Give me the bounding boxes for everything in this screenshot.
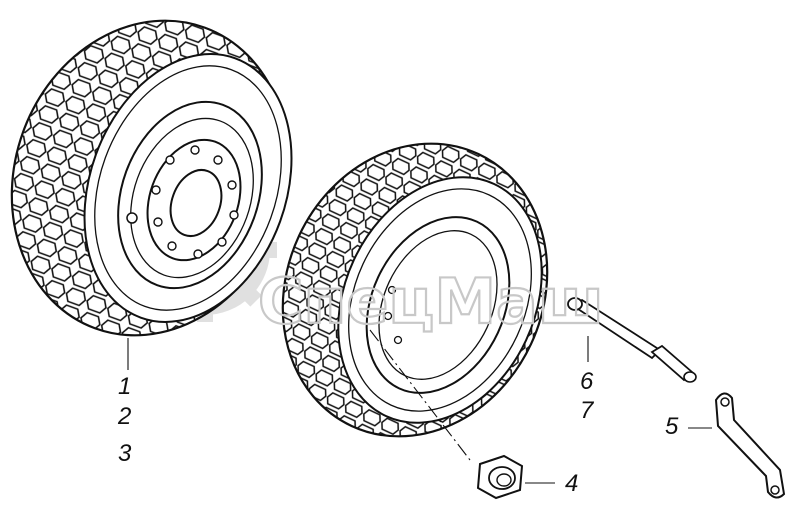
wheel-right: [281, 142, 549, 438]
stud-holes-right: [383, 285, 403, 345]
callout-4: 4: [565, 470, 578, 497]
assembly-guide-lines: [127, 329, 712, 484]
watermark-text: СпецМаш: [258, 265, 604, 338]
mounting-bracket: [714, 392, 786, 499]
stud-holes-left: [151, 145, 239, 259]
wheel-left: [10, 19, 293, 337]
hub-center-left: [169, 169, 223, 237]
valve-stem-left: [126, 212, 138, 224]
wheel-nut: [476, 454, 524, 500]
wheel-bolt: [567, 297, 697, 383]
callout-6: 6: [580, 368, 594, 395]
callout-2: 2: [117, 403, 131, 430]
callout-5: 5: [665, 413, 679, 440]
callout-7: 7: [580, 397, 595, 424]
callout-3: 3: [118, 440, 132, 467]
callout-1: 1: [118, 373, 131, 400]
